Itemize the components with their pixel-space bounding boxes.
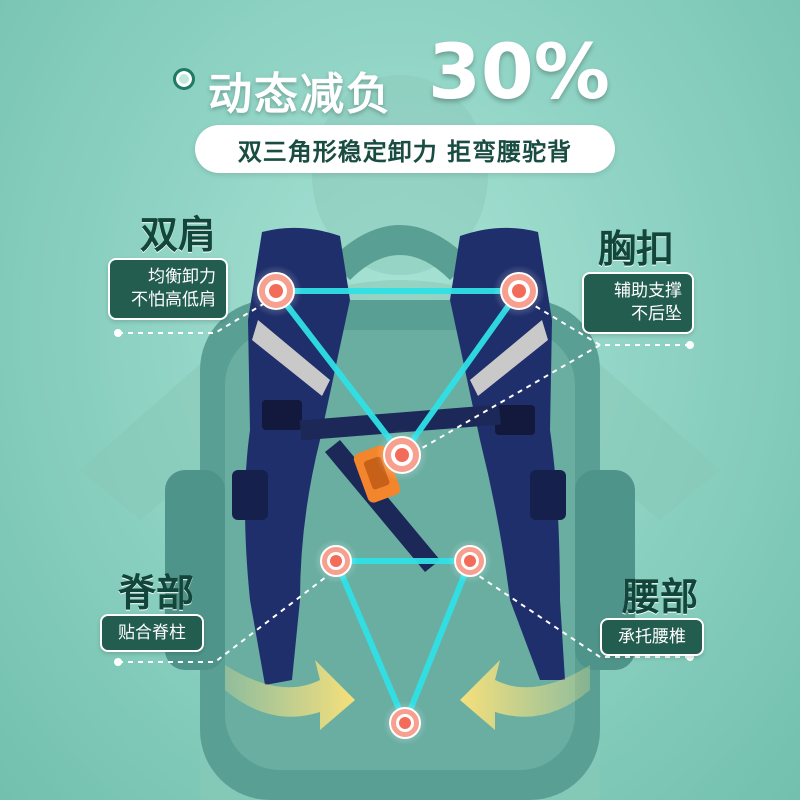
callout-shoulders-box: 均衡卸力 不怕高低肩 (108, 258, 228, 320)
target-marker-spine-left (314, 539, 358, 583)
callout-waist-heading: 腰部 (622, 575, 699, 619)
callout-chest-heading: 胸扣 (598, 227, 675, 271)
lower-triangle (333, 558, 473, 726)
right-shoulder-strap (450, 227, 566, 681)
bullet-icon (173, 68, 195, 90)
target-marker-spine-right (448, 539, 492, 583)
callout-chest-line: 辅助支撑 (614, 281, 682, 301)
headline: 动态减负 30% (170, 27, 630, 120)
right-arrow-icon (460, 660, 590, 730)
callout-chest-line: 不后坠 (631, 304, 682, 324)
callout-shoulders-heading: 双肩 (140, 213, 217, 257)
left-shoulder-strap (232, 227, 350, 686)
upper-triangle (273, 288, 522, 458)
headline-percentage: 30% (428, 27, 610, 116)
callout-shoulders-line: 均衡卸力 (148, 267, 216, 287)
target-marker-left-shoulder (250, 265, 302, 317)
callout-shoulders-line: 不怕高低肩 (131, 290, 216, 310)
leader-lines (118, 299, 690, 663)
callout-spine-box: 贴合脊柱 (100, 614, 204, 652)
target-marker-right-shoulder (493, 265, 545, 317)
subtitle-text: 双三角形稳定卸力 拒弯腰驼背 (237, 137, 573, 166)
subtitle-pill: 双三角形稳定卸力 拒弯腰驼背 (195, 125, 615, 173)
headline-text: 动态减负 (208, 69, 392, 120)
target-marker-chest (376, 429, 428, 481)
callout-spine-heading: 脊部 (118, 571, 195, 615)
target-marker-waist (383, 701, 427, 745)
callout-waist-line: 承托腰椎 (618, 627, 686, 647)
callout-spine-line: 贴合脊柱 (118, 623, 186, 643)
callout-waist-box: 承托腰椎 (600, 618, 704, 656)
callout-chest-box: 辅助支撑 不后坠 (582, 272, 694, 334)
chest-strap (299, 404, 502, 572)
left-arrow-icon (225, 660, 355, 730)
